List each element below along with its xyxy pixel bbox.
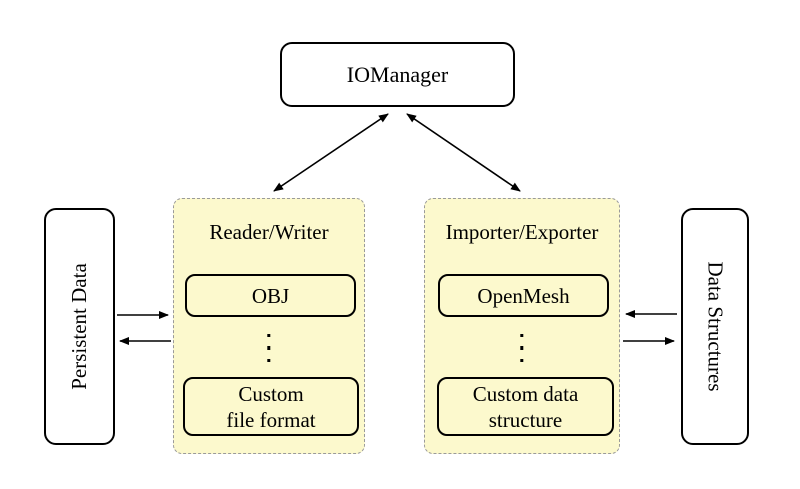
- vertical-dots-icon: [520, 334, 524, 363]
- obj-node: OBJ: [185, 274, 356, 317]
- custom-file-format-label: Custom file format: [226, 381, 316, 432]
- importer-exporter-title: Importer/Exporter: [445, 220, 599, 244]
- vertical-dots-icon: [267, 334, 271, 363]
- persistent-data-label: Persistent Data: [67, 263, 91, 390]
- custom-data-structure-node: Custom data structure: [437, 377, 614, 436]
- reader-writer-title: Reader/Writer: [209, 220, 329, 244]
- openmesh-label: OpenMesh: [477, 283, 570, 308]
- custom-file-format-node: Custom file format: [183, 377, 359, 436]
- io-manager-label: IOManager: [346, 61, 449, 87]
- custom-data-structure-label: Custom data structure: [472, 381, 579, 432]
- obj-label: OBJ: [251, 283, 290, 308]
- importer-exporter-container: Importer/Exporter OpenMesh Custom data s…: [424, 198, 620, 454]
- arrow-iomanager-importerexporter: [406, 113, 521, 192]
- data-structures-label: Data Structures: [703, 261, 728, 392]
- reader-writer-container: Reader/Writer OBJ Custom file format: [173, 198, 365, 454]
- data-structures-node: Data Structures: [681, 208, 749, 445]
- persistent-data-node: Persistent Data: [44, 208, 115, 445]
- arrow-iomanager-readerwriter: [273, 113, 389, 192]
- io-manager-node: IOManager: [280, 42, 515, 107]
- openmesh-node: OpenMesh: [438, 274, 609, 317]
